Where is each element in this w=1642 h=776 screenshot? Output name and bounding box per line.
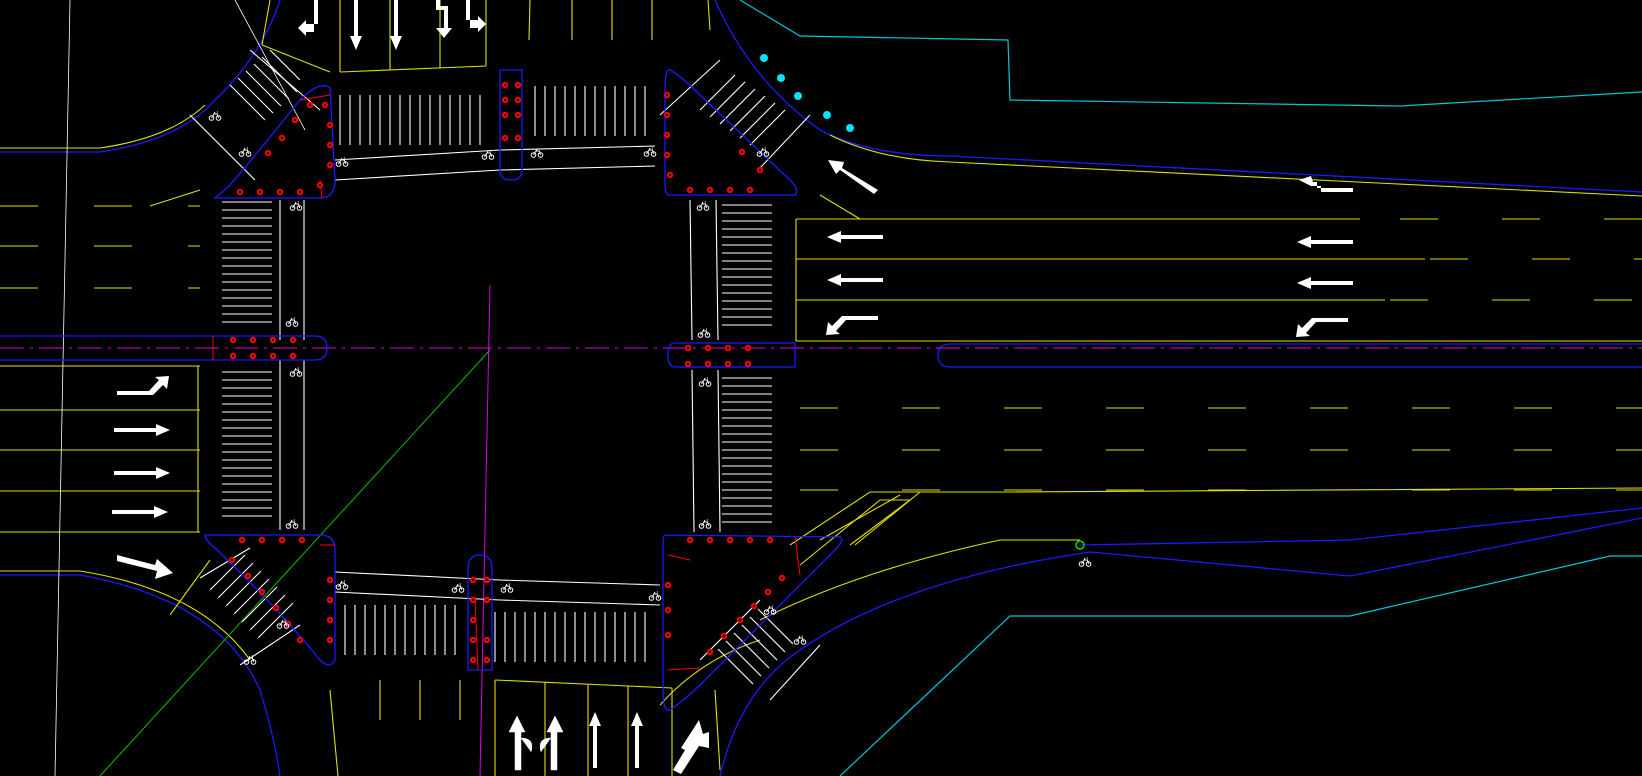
bollards	[228, 81, 786, 664]
crosswalk-west	[222, 200, 305, 530]
survey-points	[760, 54, 854, 132]
property-boundary-lines	[739, 0, 1642, 776]
crosswalk-sw	[199, 547, 301, 666]
lane-arrows	[112, 0, 1353, 774]
bike-lane-markings	[208, 111, 1092, 665]
crosswalk-ne	[659, 59, 811, 169]
red-curb-edges	[212, 94, 801, 671]
refuge-islands	[0, 69, 843, 711]
crosswalk-east	[689, 199, 772, 533]
crosswalk-se	[699, 599, 821, 701]
crosswalks	[189, 49, 821, 701]
control-point-marker	[1075, 540, 1085, 550]
crosswalk-south	[334, 571, 661, 662]
crosswalk-nw	[189, 49, 321, 181]
crosswalk-north	[334, 86, 656, 181]
